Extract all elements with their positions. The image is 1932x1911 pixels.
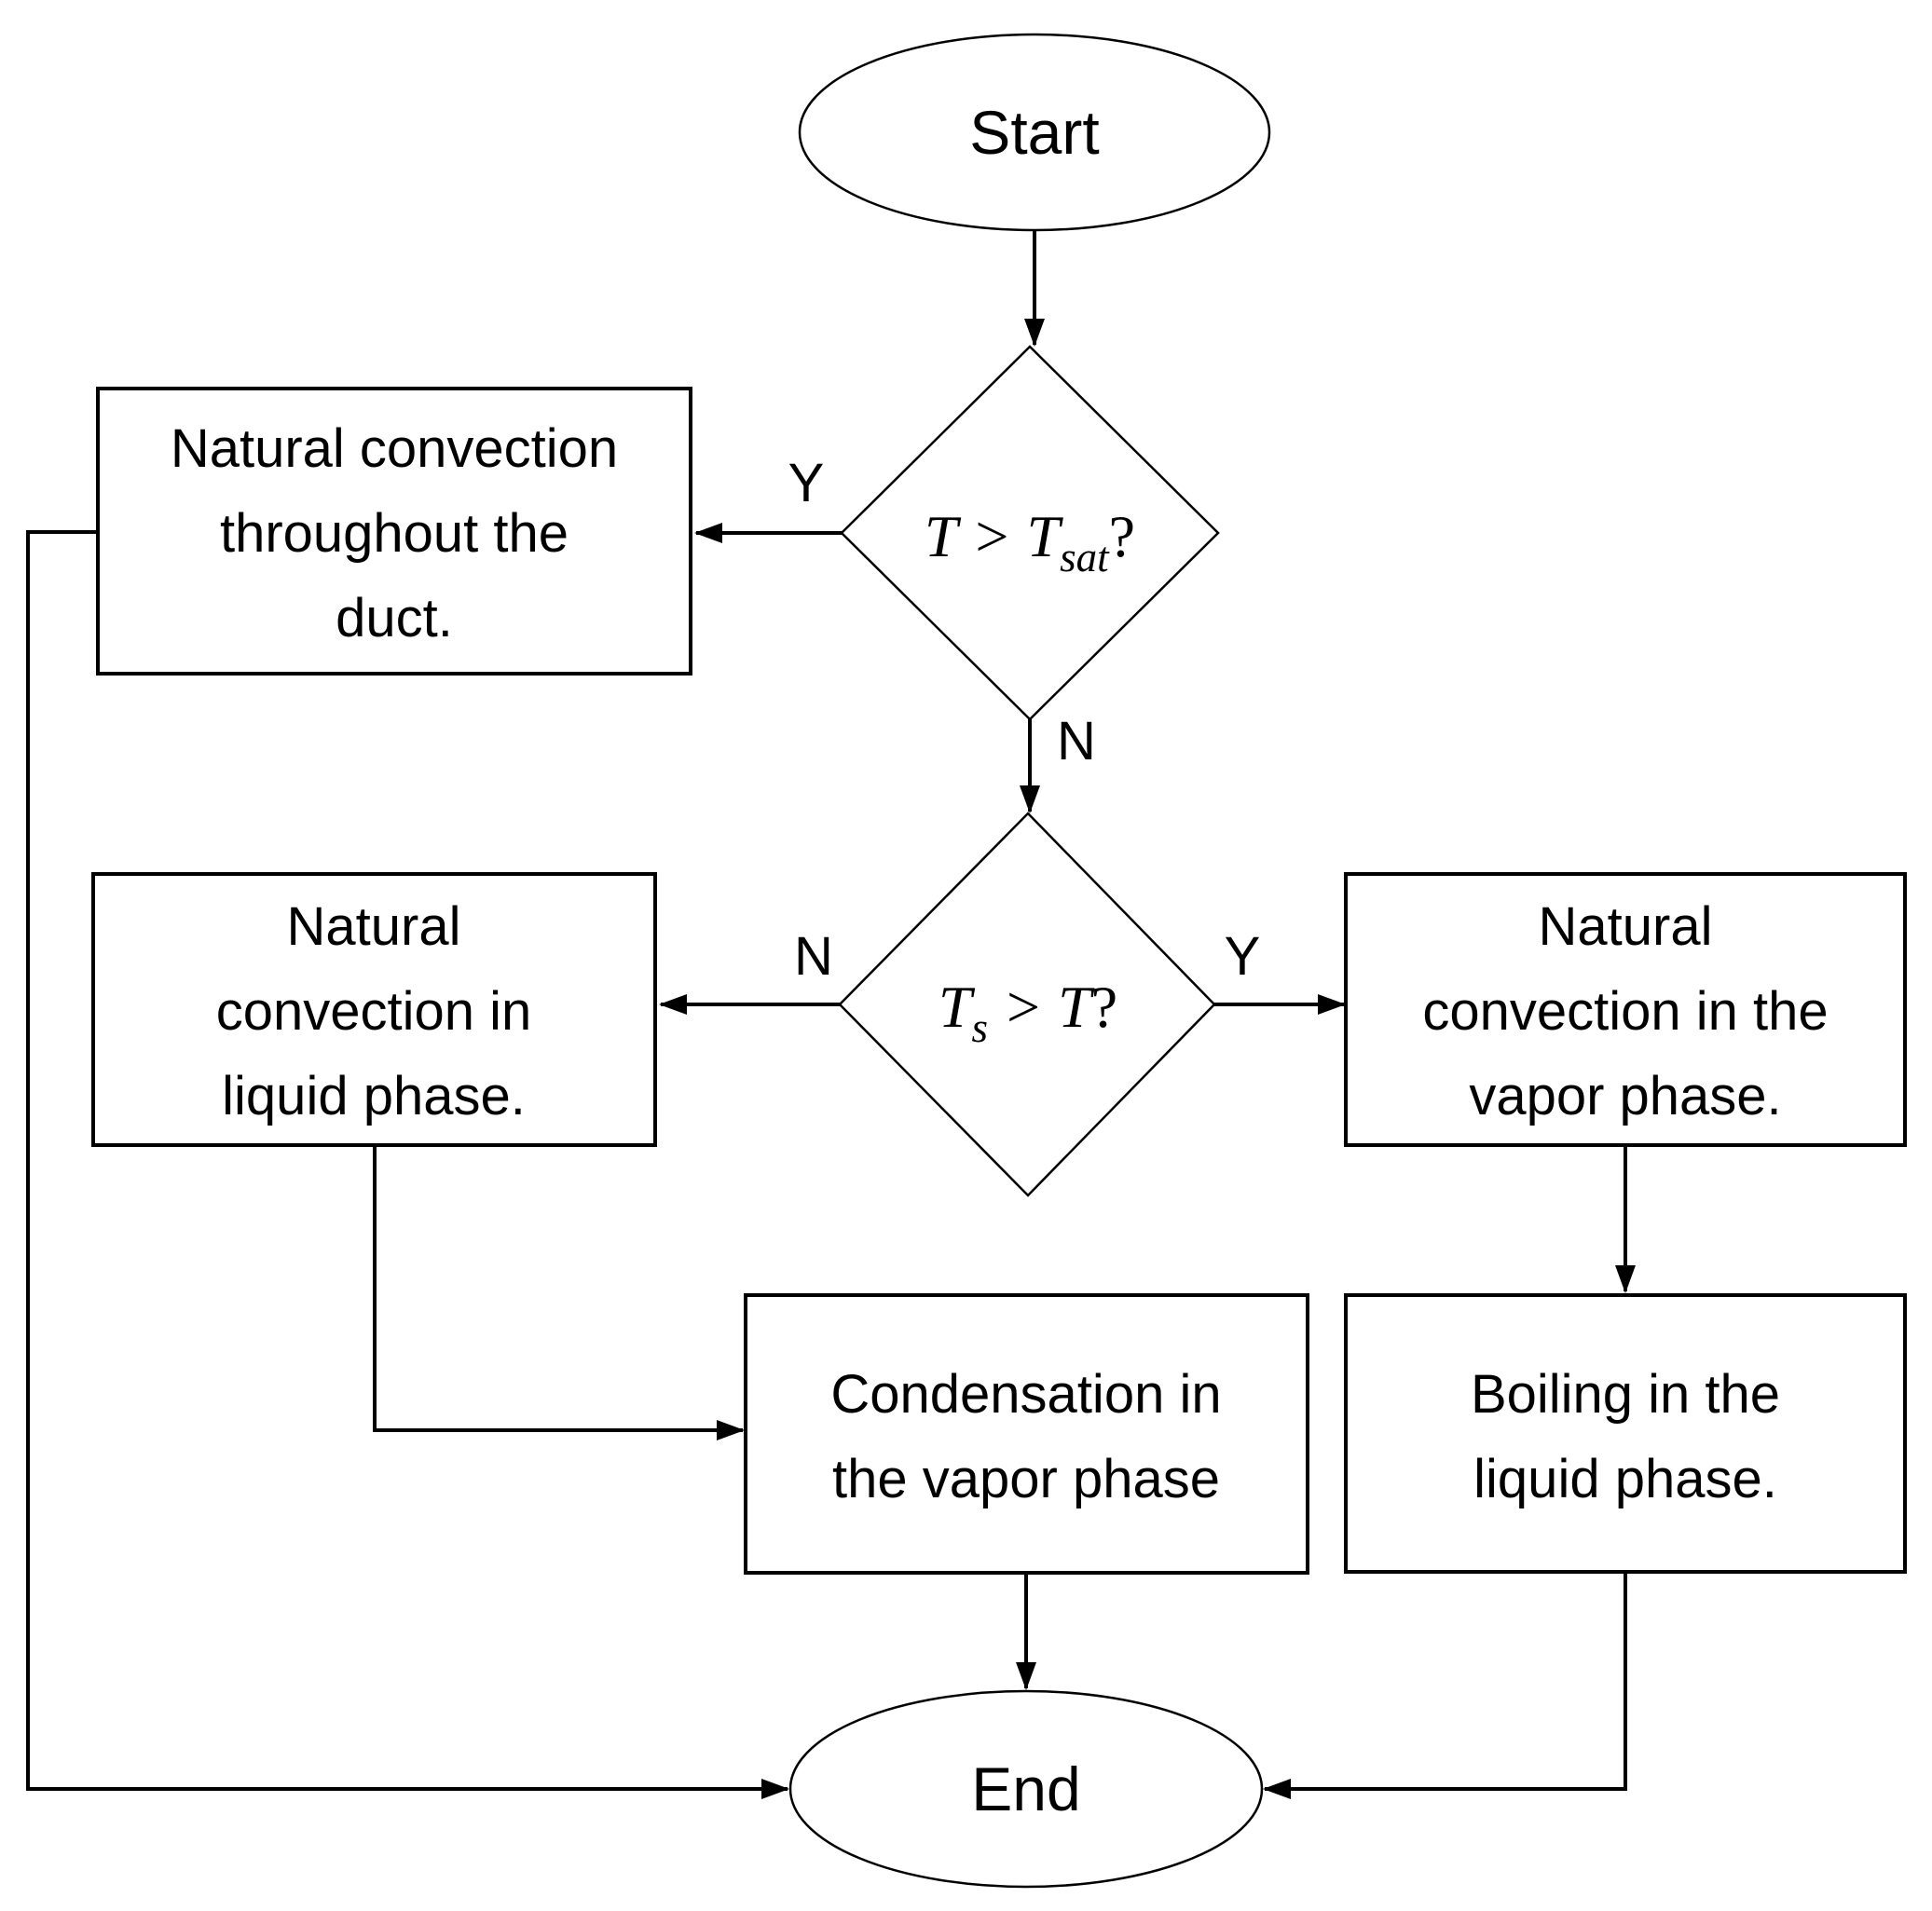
- liquid-process-box: [91, 872, 657, 1147]
- decision1-yes-branch-label: Y: [788, 453, 825, 513]
- arrow-duct-box-to-end: [26, 530, 789, 1799]
- vapor-process-box: [1344, 872, 1907, 1147]
- decision2-diamond: [838, 812, 1216, 1197]
- decision2-question-mark: ?: [1091, 974, 1117, 1040]
- decision1-no-branch-label: N: [1057, 711, 1096, 771]
- decision2-no-branch-label: N: [794, 926, 833, 987]
- start-label: Start: [969, 98, 1099, 167]
- decision1-expression: T > T: [925, 503, 1064, 569]
- decision1-subscript: sat: [1060, 534, 1110, 580]
- boiling-process-box: [1344, 1293, 1907, 1574]
- decision2-variable: T: [939, 974, 976, 1040]
- decision1-question-mark: ?: [1109, 503, 1135, 569]
- arrow-liquid-box-to-condensation-box: [373, 1145, 745, 1440]
- end-terminator: [788, 1689, 1264, 1889]
- arrow-boiling-box-to-end: [1263, 1572, 1627, 1799]
- start-terminator: [798, 33, 1271, 232]
- decision1-diamond: [840, 345, 1220, 721]
- decision2-subscript: s: [971, 1004, 988, 1051]
- decision2-yes-branch-label: Y: [1225, 926, 1261, 987]
- decision2-expression: > T: [988, 974, 1095, 1040]
- end-label: End: [971, 1754, 1080, 1823]
- duct-process-box: [96, 387, 692, 676]
- condensation-process-box: [744, 1293, 1309, 1575]
- decision2-label: Ts > T?: [939, 974, 1117, 1051]
- decision1-label: T > Tsat?: [925, 503, 1135, 580]
